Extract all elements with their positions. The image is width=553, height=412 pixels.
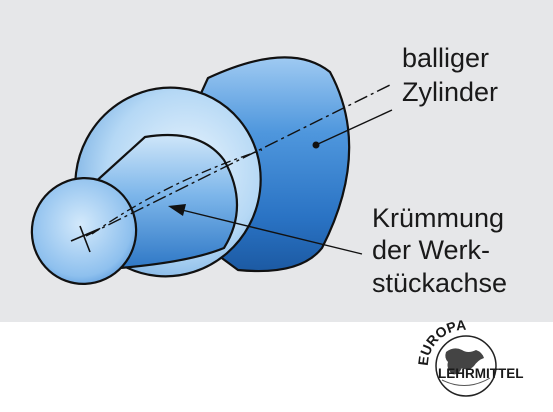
label-zylinder: Zylinder [402, 77, 498, 107]
label-kruemmung: Krümmung [372, 203, 504, 233]
curved-axis-line [91, 149, 263, 235]
label-stueckachse: stückachse [372, 268, 507, 298]
label-balliger: balliger [402, 43, 489, 73]
label-der-werk: der Werk- [372, 235, 490, 265]
leader-dot-cylinder [312, 141, 320, 149]
leader-line-curvature [181, 209, 363, 255]
workpiece-axis-line [85, 83, 393, 237]
logo-globe-map-icon [445, 348, 484, 375]
leader-line-cylinder [317, 109, 393, 145]
logo-globe-meridian-icon [441, 377, 491, 386]
small-shaft-face [30, 177, 138, 285]
logo-bottom-text: LEHRMITTEL [438, 366, 524, 381]
leader-arrowhead [168, 204, 186, 216]
center-cross-mark [70, 225, 100, 253]
europa-lehrmittel-logo: EUROPA LEHRMITTEL [415, 317, 524, 397]
